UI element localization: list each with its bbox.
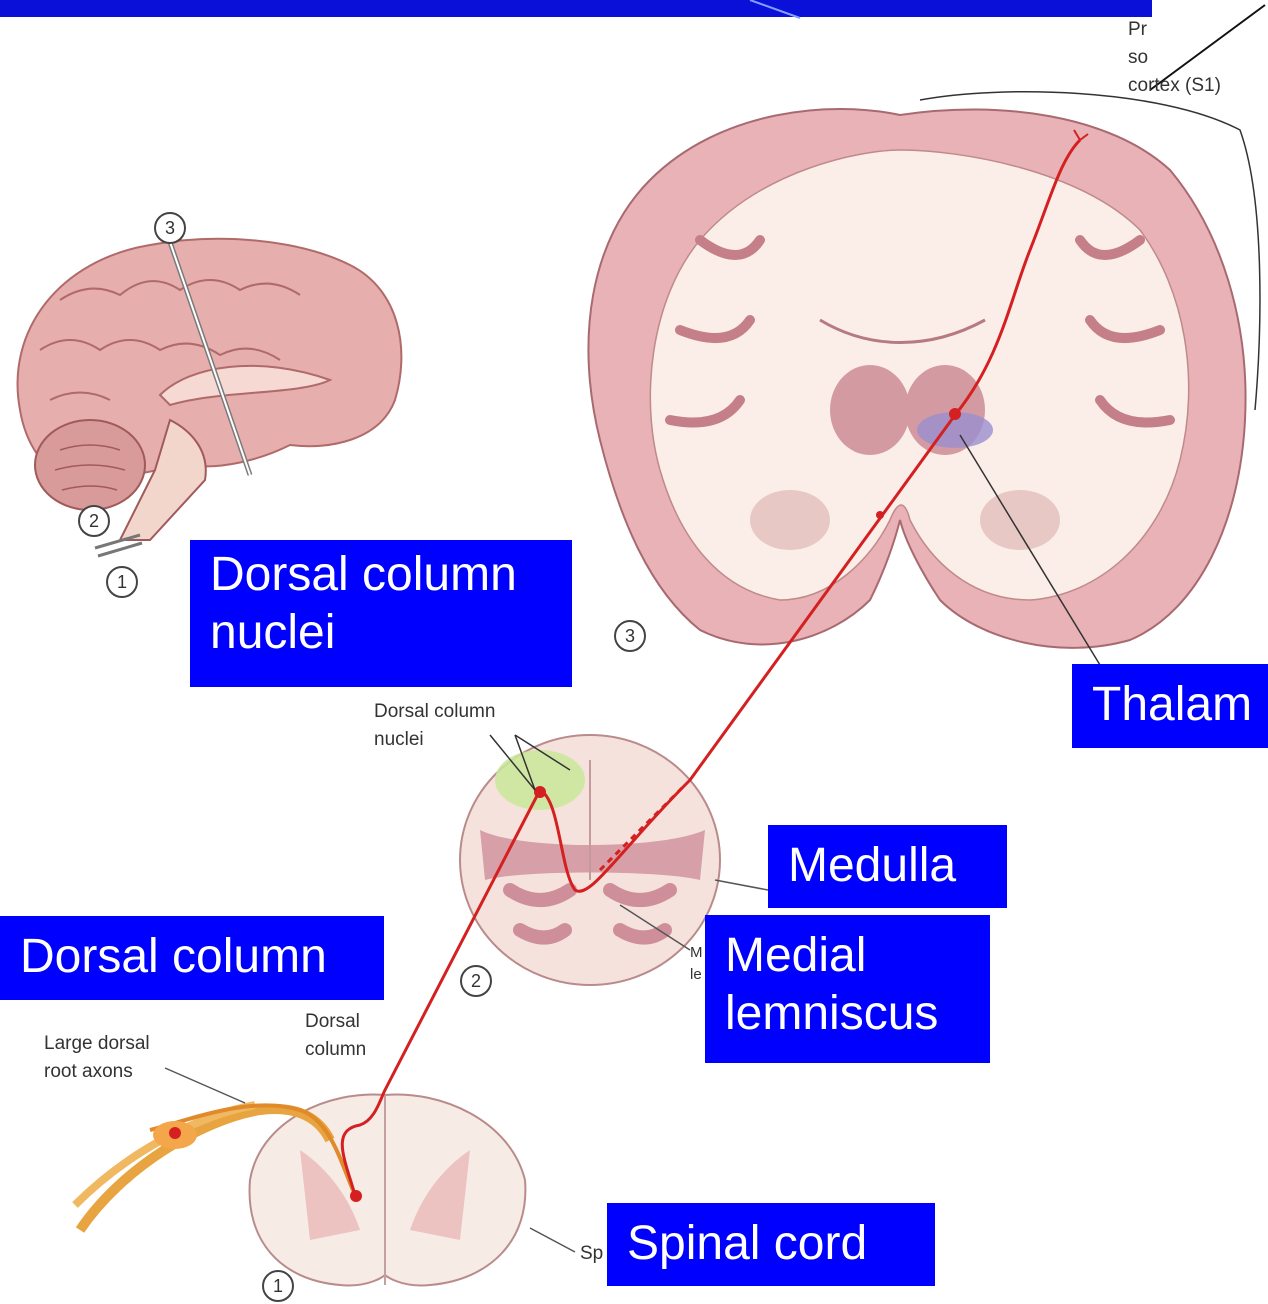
cortex-label: Pr so cortex (S1) [1128,16,1221,100]
section-number-sagittal-2: 2 [78,505,110,537]
label-dorsal-column: Dorsal column [0,916,384,1000]
label-medulla: Medulla [768,825,1007,908]
spinal-cord-fragment-label: Sp [580,1240,603,1268]
label-thalamus: Thalam [1072,664,1268,748]
large-dorsal-root-axons-label: Large dorsal root axons [44,1030,150,1086]
section-number-sagittal-1: 1 [106,566,138,598]
section-number-medulla-2: 2 [460,965,492,997]
header-banner [0,0,1152,18]
section-number-sagittal-3: 3 [154,212,186,244]
label-spinal-cord: Spinal cord [607,1203,935,1286]
dorsal-column-nuclei-small-label: Dorsal column nuclei [374,698,495,754]
label-dorsal-column-nuclei: Dorsal column nuclei [190,540,572,687]
section-number-coronal-3: 3 [614,620,646,652]
coronal-section [588,92,1260,648]
dorsal-column-small-label: Dorsal column [305,1008,366,1064]
sagittal-brain [18,239,402,556]
label-medial-lemniscus: Medial lemniscus [705,915,990,1063]
section-number-spinal-1: 1 [262,1270,294,1302]
medial-lemniscus-fragment-label: M le [690,942,703,986]
spinal-cord-section [75,1068,575,1285]
